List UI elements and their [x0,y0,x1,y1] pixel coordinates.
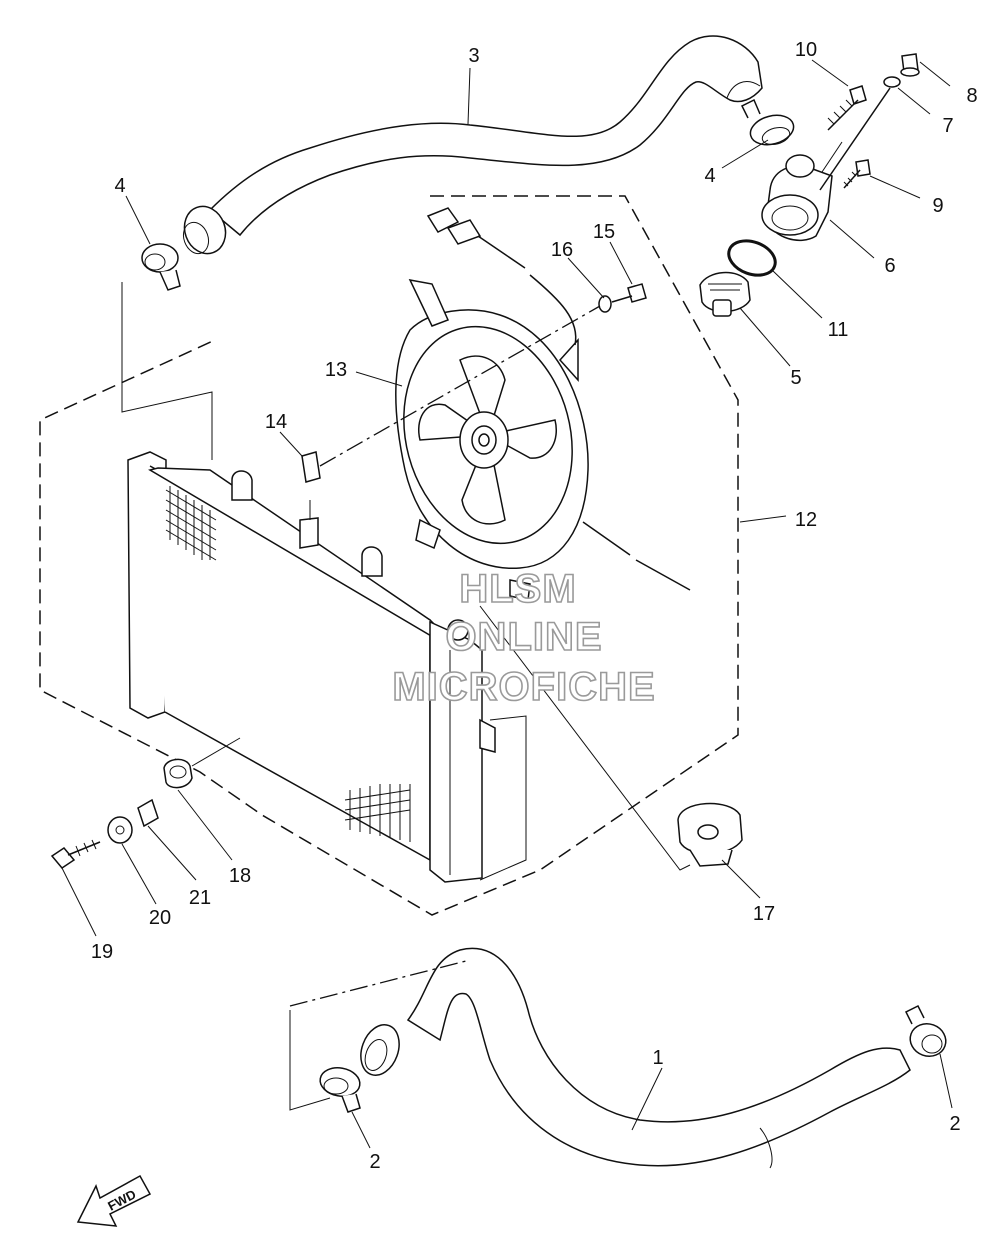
bracket-14 [301,451,321,483]
watermark-line-2: ONLINE [445,615,602,659]
callout-4-right: 4 [704,165,715,187]
callout-9: 9 [932,195,943,217]
collar-21 [137,798,159,828]
callout-8: 8 [966,85,977,107]
callout-4-left: 4 [114,175,125,197]
washer-20 [107,816,133,844]
callout-17: 17 [753,903,775,925]
callout-10: 10 [795,39,817,61]
thermostat [699,271,751,317]
bolt-19 [50,839,101,869]
hose-clamp-left-top [141,243,181,291]
radiator-fins-bottom [344,784,411,842]
hose-clamp-right-top [740,98,795,146]
bolt-10 [827,85,867,131]
callout-21: 21 [189,887,211,909]
thermostat-cover [761,141,843,242]
radiator [127,451,496,883]
washer-16 [598,295,612,313]
screw-15 [611,283,647,303]
o-ring [727,239,777,277]
washer-7 [819,76,901,191]
forward-arrow-icon: FWD [76,1174,152,1227]
fan-wiring [426,207,691,591]
bolt-8 [900,53,920,77]
watermark: HLSM ONLINE MICROFICHE [392,566,656,710]
callout-15: 15 [593,221,615,243]
callout-5: 5 [790,367,801,389]
watermark-line-3: MICROFICHE [392,665,655,709]
fwd-label: FWD [105,1186,138,1213]
callout-7: 7 [942,115,953,137]
callout-2-right: 2 [949,1113,960,1135]
callout-1: 1 [652,1047,663,1069]
fan-assembly-outline [39,195,739,916]
callout-14: 14 [265,411,287,433]
cooling-fan [395,278,589,601]
grommet-18 [163,758,193,789]
callout-19: 19 [91,941,113,963]
callout-16: 16 [551,239,573,261]
callout-6: 6 [884,255,895,277]
hose-clamp-lower-right [904,1004,947,1057]
lower-radiator-hose [360,947,911,1169]
leader-lines [61,59,953,1149]
callout-12: 12 [795,509,817,531]
bolt-9 [843,159,871,189]
callout-11: 11 [828,319,849,341]
callout-20: 20 [149,907,171,929]
callout-13: 13 [325,359,347,381]
callout-2-left: 2 [369,1151,380,1173]
radiator-fins-top [165,486,217,561]
radiator-cap [677,802,743,867]
callout-18: 18 [229,865,251,887]
callout-numbers: 1 2 2 3 4 4 5 6 7 8 9 10 11 12 13 14 15 … [91,39,978,1173]
callout-3: 3 [468,45,479,67]
hose-clamp-lower-left [319,1067,361,1113]
watermark-line-1: HLSM [459,567,576,611]
upper-radiator-hose [182,35,763,255]
